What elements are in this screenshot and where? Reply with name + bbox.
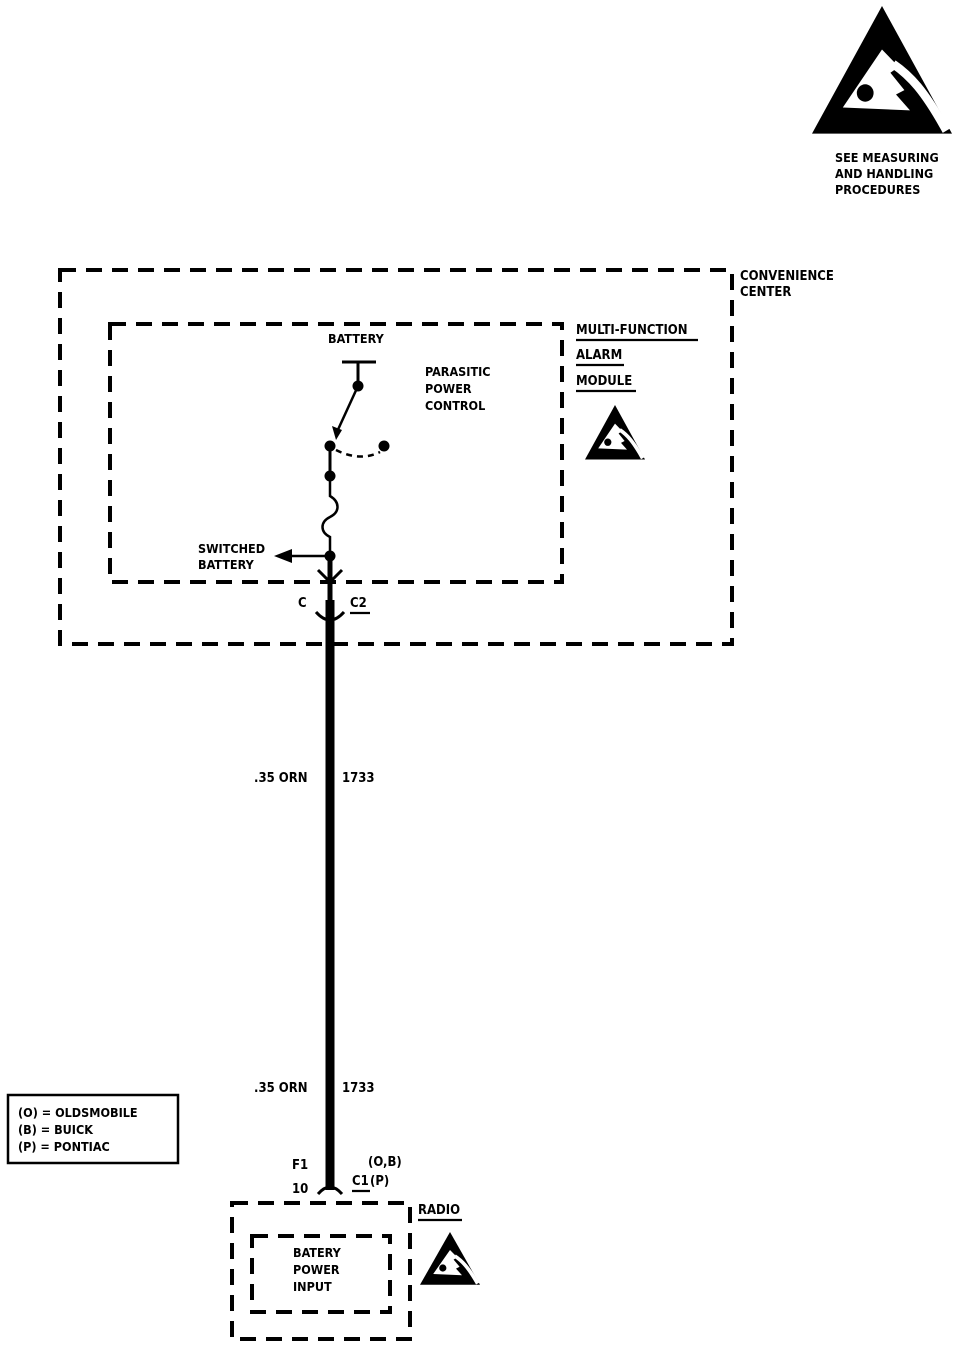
esd-notice-line-1: SEE MEASURING <box>835 150 939 165</box>
convenience-center-label-line-1: CONVENIENCE <box>740 269 834 284</box>
battery-power-input-line-1: BATERY <box>293 1245 342 1260</box>
fusible-element <box>321 476 339 556</box>
switched-battery-label-line-2: BATTERY <box>198 557 255 572</box>
convenience-center-label-line-2: CENTER <box>740 285 791 300</box>
switch-arm <box>334 385 360 435</box>
esd-notice: SEE MEASURING AND HANDLING PROCEDURES <box>812 6 952 197</box>
make-legend: (O) = OLDSMOBILE (B) = BUICK (P) = PONTI… <box>6 1093 180 1165</box>
battery-label: BATTERY <box>328 331 385 346</box>
esd-warning-icon <box>583 403 647 462</box>
alarm-module-label-line-1: MULTI-FUNCTION <box>576 323 688 338</box>
esd-notice-line-3: PROCEDURES <box>835 182 920 197</box>
battery-power-input-boundary <box>250 1234 392 1314</box>
convenience-center-boundary <box>58 268 734 646</box>
battery-power-input-line-2: POWER <box>293 1262 340 1277</box>
alarm-module: MULTI-FUNCTION ALARM MODULE BATTERY SWIT… <box>108 322 698 584</box>
wire-label-lower-circuit: 1733 <box>342 1081 375 1096</box>
connector-c2-female <box>316 568 344 585</box>
esd-warning-icon <box>812 6 952 134</box>
connector-c1-pin-pontiac: F1 <box>292 1158 308 1173</box>
connector-c2-pin: C <box>298 596 307 611</box>
switch-contact-open <box>378 440 390 452</box>
switched-battery-label-line-1: SWITCHED <box>198 541 265 556</box>
alarm-module-boundary <box>108 322 564 584</box>
esd-notice-line-2: AND HANDLING <box>835 166 933 181</box>
switched-battery-arrow <box>274 549 292 563</box>
alarm-module-label-line-2: ALARM <box>576 348 622 363</box>
radio-label: RADIO <box>418 1203 460 1218</box>
connector-c1-name: C1 <box>352 1174 369 1189</box>
parasitic-power-control-line-1: PARASITIC <box>425 364 491 379</box>
wire-label-lower-gauge: .35 ORN <box>254 1081 308 1096</box>
alarm-module-label-line-3: MODULE <box>576 374 632 389</box>
connector-c1-name-p: (P) <box>370 1174 389 1189</box>
battery-power-input-line-3: INPUT <box>293 1279 332 1294</box>
connector-c2-name: C2 <box>350 596 367 611</box>
radio-boundary <box>230 1201 412 1341</box>
legend-line-pontiac: (P) = PONTIAC <box>18 1139 110 1154</box>
connector-c1-terminal <box>316 1185 344 1196</box>
connector-c1: F1 10 (O,B) C1 (P) <box>292 1155 402 1197</box>
switch-travel-path <box>335 448 381 458</box>
legend-line-buick: (B) = BUICK <box>18 1122 94 1137</box>
parasitic-power-control-line-3: CONTROL <box>425 398 485 413</box>
legend-frame <box>6 1093 180 1165</box>
parasitic-power-control-line-2: POWER <box>425 381 472 396</box>
connector-c1-name-ob: (O,B) <box>368 1155 402 1170</box>
esd-warning-icon <box>418 1230 482 1287</box>
convenience-center: CONVENIENCE CENTER <box>58 268 834 646</box>
connector-c1-pin-ob: 10 <box>292 1182 308 1197</box>
wire-label-upper-circuit: 1733 <box>342 771 375 786</box>
wire-label-upper-gauge: .35 ORN <box>254 771 308 786</box>
legend-line-oldsmobile: (O) = OLDSMOBILE <box>18 1105 138 1120</box>
radio: RADIO BATERY POWER INPUT <box>230 1201 482 1341</box>
